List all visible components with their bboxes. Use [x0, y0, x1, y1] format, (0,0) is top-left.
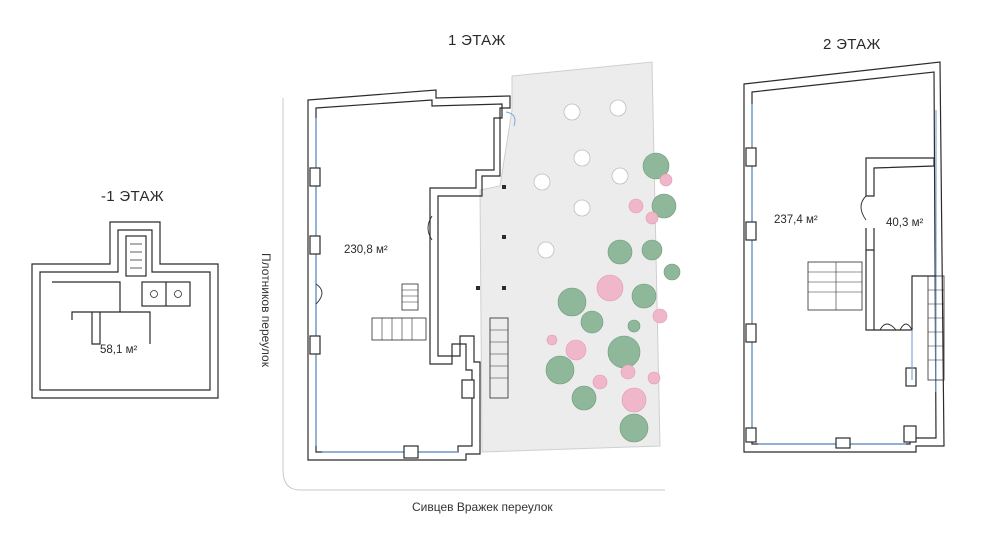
first-floor-inner-wall [315, 99, 503, 453]
second-floor-plan [743, 61, 945, 453]
second-floor-outer-wall [743, 61, 945, 453]
first-floor-title: 1 ЭТАЖ [448, 32, 506, 49]
street-lines [282, 98, 665, 491]
first-floor-plan [307, 89, 516, 461]
first-floor-area: 230,8 м² [344, 244, 388, 256]
second-floor-title: 2 ЭТАЖ [823, 36, 881, 53]
terrace-tables [533, 99, 629, 259]
basement-outer-wall [31, 221, 219, 399]
terrace-trees [545, 152, 681, 443]
basement-title: -1 ЭТАЖ [101, 188, 164, 205]
second-floor-area-room: 40,3 м² [886, 217, 924, 229]
street-label-vertical: Плотников переулок [259, 253, 273, 367]
second-floor-inner-wall [751, 71, 937, 445]
second-floor-area-main: 237,4 м² [774, 214, 818, 226]
first-floor-outer-wall [307, 89, 511, 461]
basement-area: 58,1 м² [100, 344, 138, 356]
terrace-columns [476, 185, 506, 290]
street-label-horizontal: Сивцев Вражек переулок [412, 500, 553, 514]
basement-plan [31, 221, 219, 399]
basement-inner-wall [39, 229, 211, 391]
